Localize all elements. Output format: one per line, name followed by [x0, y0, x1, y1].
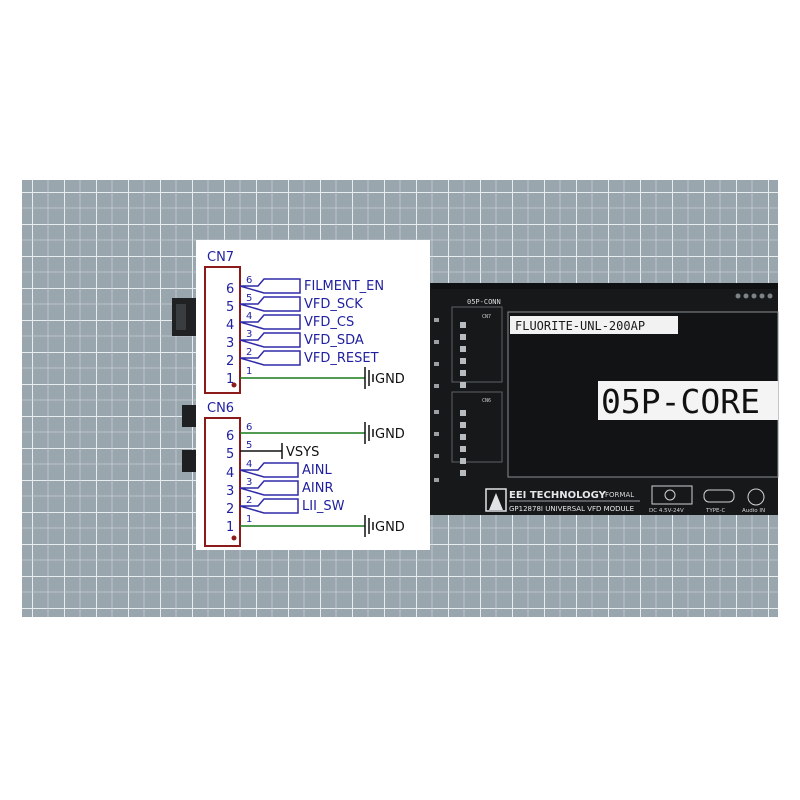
- cn6-title: CN6: [207, 401, 234, 416]
- cn7-pin-small-5: 5: [246, 293, 252, 304]
- audio-jack-outline: [747, 488, 765, 506]
- cn7-gnd-label: GND: [375, 372, 405, 387]
- cn6-signal-flags: [239, 462, 299, 514]
- brand-tag: FORMAL: [605, 491, 634, 499]
- cn7-pin-small-3: 3: [246, 329, 252, 340]
- audio-label: Audio IN: [742, 508, 765, 514]
- cn7-net-labels: FILMENT_EN VFD_SCK VFD_CS VFD_SDA VFD_RE…: [304, 279, 384, 366]
- model-label-box: [510, 316, 678, 334]
- cn6-pin-num-4: 4: [226, 466, 234, 481]
- cn7-pin-numbers: 6 5 4 3 2 1: [226, 282, 234, 387]
- cn7-pin-small-6: 6: [246, 275, 252, 286]
- cn6-pin-num-5: 5: [226, 447, 234, 462]
- cn7-pin-num-3: 3: [226, 336, 234, 351]
- top-header-holes: [735, 293, 773, 299]
- dc-label: DC 4.5V-24V: [649, 508, 684, 514]
- pcb-board: 05P-CONN CN7 CN6 FLUORITE-UNL-200AP 05P-…: [428, 283, 779, 515]
- pcb-left-pads: [434, 318, 439, 482]
- cn7-net-4: VFD_CS: [304, 315, 354, 330]
- cn6-net-2: LII_SW: [302, 499, 345, 514]
- cn7-gnd-symbol-icon: [364, 367, 374, 389]
- cn6-pin-labels-small: 6 5 4 3 2 1: [246, 422, 252, 525]
- cn7-net-3: VFD_SDA: [304, 333, 364, 348]
- pcb-pin-header-cn7: [460, 322, 466, 388]
- cn7-pin-num-1: 1: [226, 372, 234, 387]
- cn6-pin-numbers: 6 5 4 3 2 1: [226, 429, 234, 535]
- cn6-gnd-top-label: GND: [375, 427, 405, 442]
- cn7-pin-small-2: 2: [246, 347, 252, 358]
- cn7-pin-num-2: 2: [226, 354, 234, 369]
- cn7-pin-num-6: 6: [226, 282, 234, 297]
- cn6-pin-small-4: 4: [246, 459, 252, 470]
- cn7-pin-num-4: 4: [226, 318, 234, 333]
- typec-outline: [703, 489, 735, 503]
- cn6-pin1-dot: [231, 535, 237, 541]
- cn6-vsys-label: VSYS: [286, 445, 319, 460]
- cn6-pin-num-1: 1: [226, 520, 234, 535]
- cn6-gnd-bottom-label: GND: [375, 520, 405, 535]
- brand-logo-icon: [485, 488, 507, 512]
- cn7-net-2: VFD_RESET: [304, 351, 379, 366]
- cn6-net-4: AINL: [302, 463, 332, 478]
- cn6-connector-body: [204, 417, 241, 547]
- display-text: 05P-CORE: [601, 382, 760, 421]
- display-text-box: [598, 381, 778, 420]
- cn6-vsys-wire: [240, 443, 283, 459]
- cn6-pin-small-2: 2: [246, 495, 252, 506]
- cn6-net-labels: AINL AINR LII_SW: [302, 463, 345, 514]
- cn7-net-6: FILMENT_EN: [304, 279, 384, 294]
- model-label: FLUORITE-UNL-200AP: [515, 319, 645, 333]
- cn6-pin-num-3: 3: [226, 484, 234, 499]
- cn7-signal-flags: [239, 278, 301, 366]
- cn7-net-5: VFD_SCK: [304, 297, 363, 312]
- brand-name: EEI TECHNOLOGY: [509, 490, 607, 501]
- cn7-pin-labels-small: 6 5 4 3 2 1: [246, 275, 252, 377]
- cn6-pin-small-1: 1: [246, 514, 252, 525]
- cn6-pin-small-3: 3: [246, 477, 252, 488]
- cn7-pin-small-4: 4: [246, 311, 252, 322]
- cn7-pin1-dot: [231, 382, 237, 388]
- pcb-pin-header-cn6: [460, 410, 466, 476]
- cn6-gnd-top-symbol-icon: [364, 422, 374, 444]
- cn6-gnd-bottom-symbol-icon: [364, 515, 374, 537]
- cn6-silk-label: CN6: [482, 398, 491, 404]
- dc-jack-outline: [651, 485, 693, 505]
- cn7-pin-num-5: 5: [226, 300, 234, 315]
- side-connectors: [172, 298, 202, 472]
- cn6-pin-num-6: 6: [226, 429, 234, 444]
- schematic-overlay: CN7 6 5 4 3 2 1 6 5 4 3 2 1 FILMENT_EN V…: [196, 240, 430, 550]
- module-name: GP12878I UNIVERSAL VFD MODULE: [509, 505, 634, 513]
- cn7-title: CN7: [207, 250, 234, 265]
- cn6-pin-small-6: 6: [246, 422, 252, 433]
- cn6-net-3: AINR: [302, 481, 333, 496]
- cn7-silk-label: CN7: [482, 314, 491, 320]
- cn6-pin-small-5: 5: [246, 440, 252, 451]
- conn-silk-label: 05P-CONN: [467, 298, 501, 306]
- typec-label: TYPE-C: [705, 508, 725, 514]
- cn7-connector-body: [204, 266, 241, 394]
- cn6-pin-num-2: 2: [226, 502, 234, 517]
- cn7-pin-small-1: 1: [246, 366, 252, 377]
